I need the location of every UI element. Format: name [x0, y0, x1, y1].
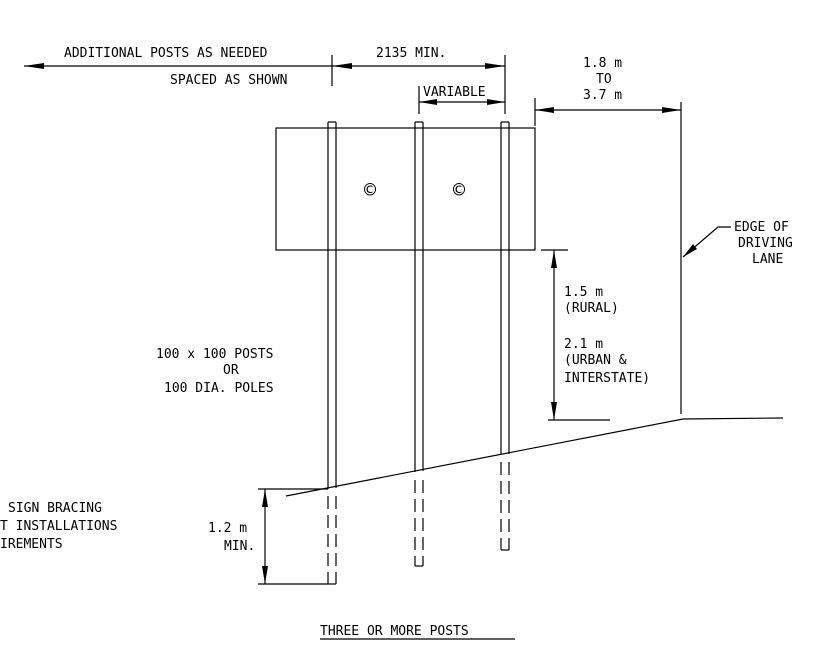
edge-of-lane: EDGE OF DRIVING LANE: [680, 102, 793, 414]
arrow-right-icon: [487, 99, 505, 105]
leader-arrow-icon: [683, 244, 697, 257]
height-urban-line1: 2.1 m: [564, 337, 603, 352]
arrow-right-icon: [485, 63, 505, 69]
arrow-left-icon: [24, 63, 44, 69]
spaced-as-shown-label: SPACED AS SHOWN: [170, 73, 287, 88]
offset-label-line2: TO: [596, 72, 612, 87]
shoulder-line: [682, 417, 784, 420]
posts-description: 100 x 100 POSTS OR 100 DIA. POLES: [156, 347, 274, 396]
variable-label: VARIABLE: [423, 85, 486, 100]
caption-label: THREE OR MORE POSTS: [320, 624, 469, 639]
caption: THREE OR MORE POSTS: [320, 624, 515, 640]
bracing-label-line1: SIGN BRACING: [8, 501, 102, 516]
arrow-left-icon: [535, 107, 554, 113]
post-middle: [414, 121, 424, 567]
sign-panel: © ©: [275, 127, 536, 251]
posts-label-line3: 100 DIA. POLES: [164, 381, 274, 396]
bracing-label-line2: T INSTALLATIONS: [0, 519, 117, 534]
embed-label-line2: MIN.: [224, 539, 255, 554]
post-left: [327, 121, 337, 585]
offset-label-line1: 1.8 m: [583, 56, 622, 71]
arrow-left-icon: [332, 63, 352, 69]
posts-label-line2: OR: [223, 363, 239, 378]
embed-label-line1: 1.2 m: [208, 521, 247, 536]
slope-line: [285, 418, 684, 497]
height-dimension: 1.5 m (RURAL) 2.1 m (URBAN & INTERSTATE): [541, 249, 650, 421]
arrow-right-icon: [662, 107, 681, 113]
arrow-up-icon: [551, 250, 557, 268]
copyright-symbol-right: ©: [453, 178, 466, 202]
height-rural-line2: (RURAL): [564, 301, 619, 316]
edge-label-line2: DRIVING: [738, 236, 793, 251]
additional-posts-label: ADDITIONAL POSTS AS NEEDED: [64, 46, 268, 61]
ground-line: [285, 417, 784, 497]
post-right: [500, 121, 510, 551]
arrow-up-icon: [262, 489, 268, 507]
variable-dimension: VARIABLE: [418, 85, 505, 114]
posts-label-line1: 100 x 100 POSTS: [156, 347, 273, 362]
copyright-symbol-left: ©: [364, 178, 377, 202]
top-dimension: ADDITIONAL POSTS AS NEEDED SPACED AS SHO…: [24, 46, 506, 114]
edge-label-line1: EDGE OF: [734, 220, 789, 235]
bracing-note: SIGN BRACING T INSTALLATIONS IREMENTS: [0, 501, 117, 552]
height-urban-line2: (URBAN &: [564, 353, 627, 368]
height-urban-line3: INTERSTATE): [564, 371, 650, 386]
embed-dimension: 1.2 m MIN.: [208, 488, 328, 585]
offset-label-line3: 3.7 m: [583, 88, 622, 103]
edge-label-line3: LANE: [752, 252, 783, 267]
bracing-label-line3: IREMENTS: [0, 537, 63, 552]
arrow-left-icon: [419, 99, 437, 105]
min-2135-label: 2135 MIN.: [376, 46, 446, 61]
posts: [327, 121, 510, 585]
offset-dimension: 1.8 m TO 3.7 m: [534, 56, 681, 126]
height-rural-line1: 1.5 m: [564, 285, 603, 300]
arrow-down-icon: [551, 402, 557, 420]
sign-panel-rect: [275, 127, 536, 251]
arrow-down-icon: [262, 566, 268, 584]
